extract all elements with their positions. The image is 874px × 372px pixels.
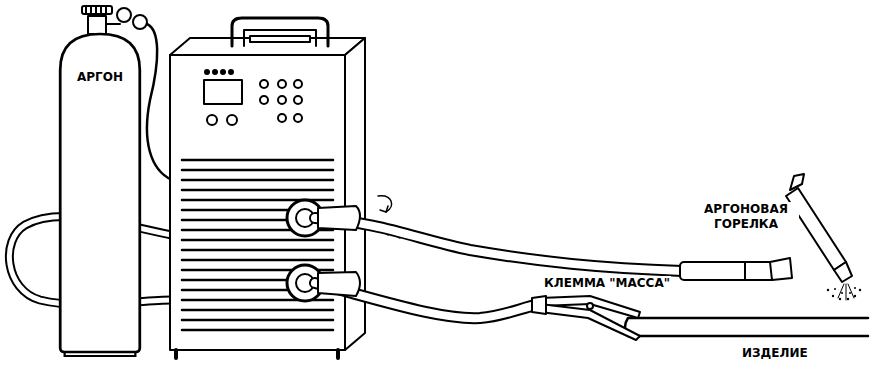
part-label: ИЗДЕЛИЕ <box>741 346 809 361</box>
cylinder-label: АРГОН <box>58 70 142 85</box>
gas-cylinder: АРГОН <box>58 30 142 358</box>
part-label: КЛЕММА "МАССА" <box>543 276 671 291</box>
part-label: АРГОНОВАЯ ГОРЕЛКА <box>693 202 799 232</box>
